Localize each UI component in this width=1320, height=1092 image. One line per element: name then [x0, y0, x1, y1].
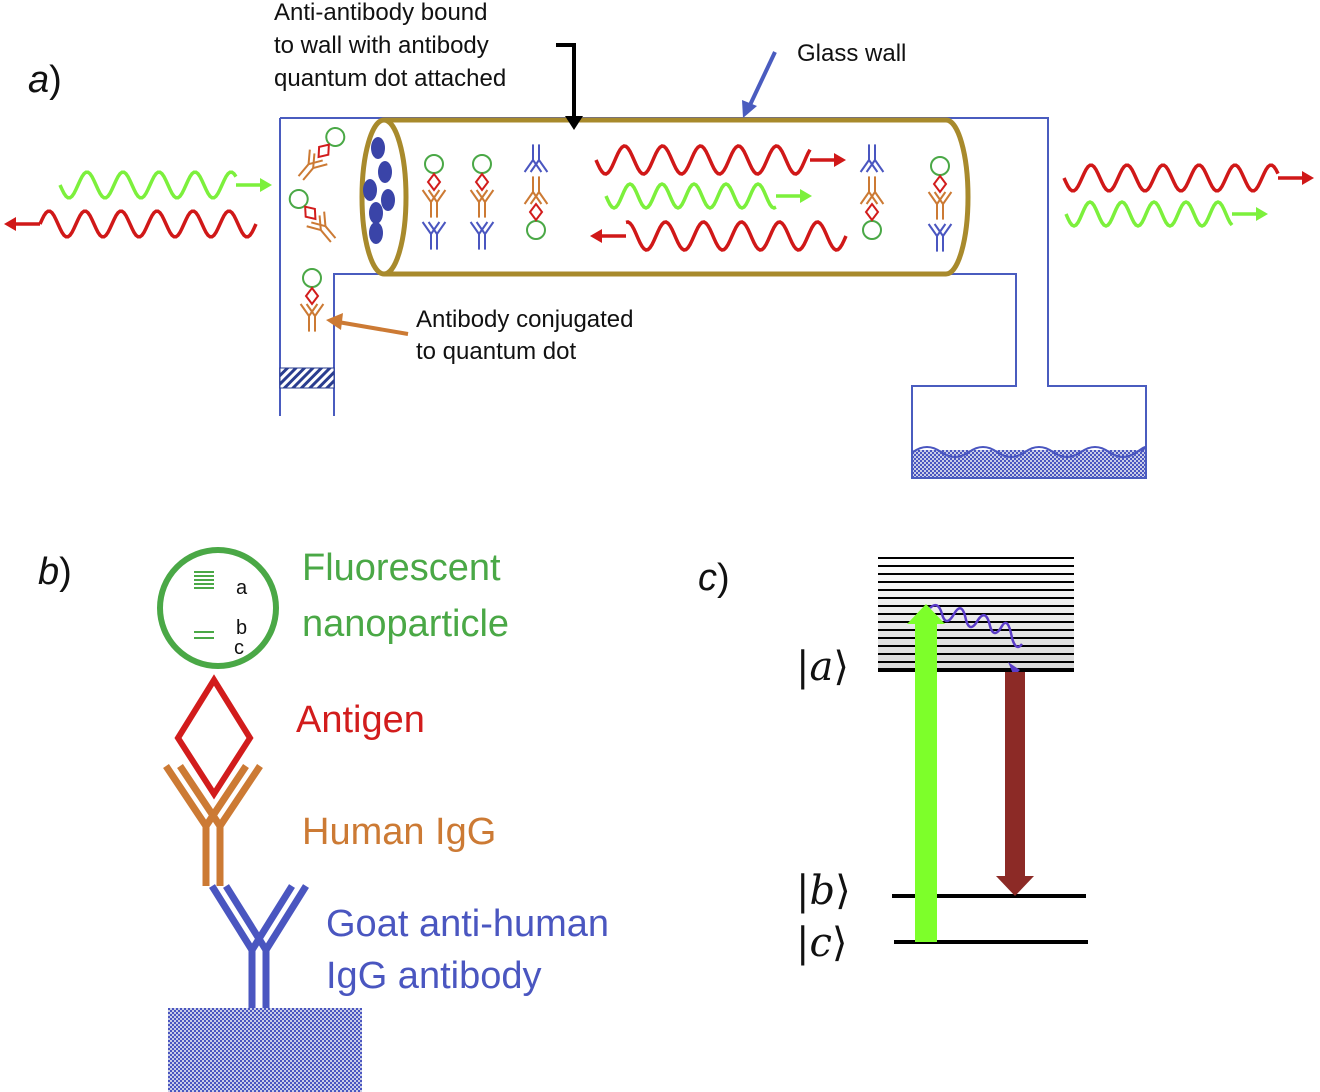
top-wall-complex-1: [523, 144, 549, 240]
glass-wall-label: Glass wall: [797, 40, 906, 67]
outgoing-red-wave-left: [38, 209, 258, 239]
tube-red-wave-left: [625, 220, 848, 252]
top-wall-complex-2: [859, 144, 885, 240]
free-conjugate-1: [297, 127, 346, 181]
exit-red-wave-head: [1302, 171, 1314, 185]
antibody-complexes: [288, 127, 953, 332]
goat-antibody-label: Goat anti-human IgG antibody: [326, 903, 620, 997]
human-igg-label: Human IgG: [302, 811, 496, 853]
np-level-b: b: [236, 617, 247, 639]
goat-antibody-glyph: [209, 884, 309, 1008]
captured-complex-1: [421, 154, 447, 250]
human-igg-glyph: [163, 764, 263, 886]
panel-b: b): [38, 547, 620, 1092]
nanoparticle-levels-icon: [194, 571, 214, 639]
panel-c-letter: c): [698, 557, 730, 599]
captured-complex-2: [469, 154, 495, 250]
conjugated-pointer: [326, 313, 409, 336]
anti-antibody-label: Anti-antibody bound to wall with antibod…: [274, 0, 506, 92]
panel-a: a) Anti-antib: [4, 0, 1314, 479]
anti-antibody-pointer: [556, 43, 583, 130]
tube-beads: [363, 137, 395, 244]
excitation-arrow: [907, 604, 945, 942]
panel-a-letter: a): [28, 59, 62, 101]
light-waves: [4, 144, 1314, 252]
np-level-c: c: [234, 637, 244, 659]
tube-red-wave-right-head: [834, 153, 846, 167]
nanoparticle-label: Fluorescent nanoparticle: [302, 547, 511, 645]
free-conjugate-2: [288, 189, 337, 243]
exit-green-wave-head: [1256, 207, 1268, 221]
exit-red-wave: [1062, 163, 1280, 193]
level-b-ket: |b⟩: [796, 868, 851, 914]
panel-b-letter: b): [38, 551, 72, 593]
tube-red-wave-left-head: [590, 229, 602, 243]
antigen-diamond: [174, 674, 254, 800]
conjugated-label: Antibody conjugated to quantum dot: [416, 306, 640, 365]
capillary-tube: [359, 117, 971, 277]
tube-green-wave: [604, 182, 777, 210]
excited-band: [878, 557, 1074, 663]
np-level-a: a: [236, 577, 248, 599]
nanoparticle-circle: [157, 547, 279, 669]
glass-wall-pointer: [742, 51, 777, 118]
exit-green-wave: [1064, 200, 1234, 228]
tube-red-wave-right: [594, 144, 812, 176]
free-conjugate-3: [299, 268, 325, 332]
hatched-block: [279, 367, 335, 389]
emission-arrow: [996, 672, 1034, 896]
reservoir-liquid: [913, 450, 1145, 477]
incoming-green-wave-head: [260, 178, 272, 192]
tube-green-wave-head: [800, 189, 812, 203]
glass-channel: [279, 117, 1147, 479]
incoming-green-wave: [58, 170, 238, 200]
captured-complex-3: [927, 156, 953, 252]
outgoing-red-wave-left-head: [4, 217, 16, 231]
panel-c: c) |a⟩ |b⟩ |c⟩: [698, 556, 1088, 966]
antigen-label: Antigen: [296, 699, 425, 741]
reservoir-surface: [912, 446, 1147, 458]
level-a-ket: |a⟩: [796, 644, 849, 690]
substrate-block: [168, 1008, 362, 1092]
level-c-ket: |c⟩: [796, 920, 848, 966]
relaxation-wave: [929, 603, 1023, 649]
